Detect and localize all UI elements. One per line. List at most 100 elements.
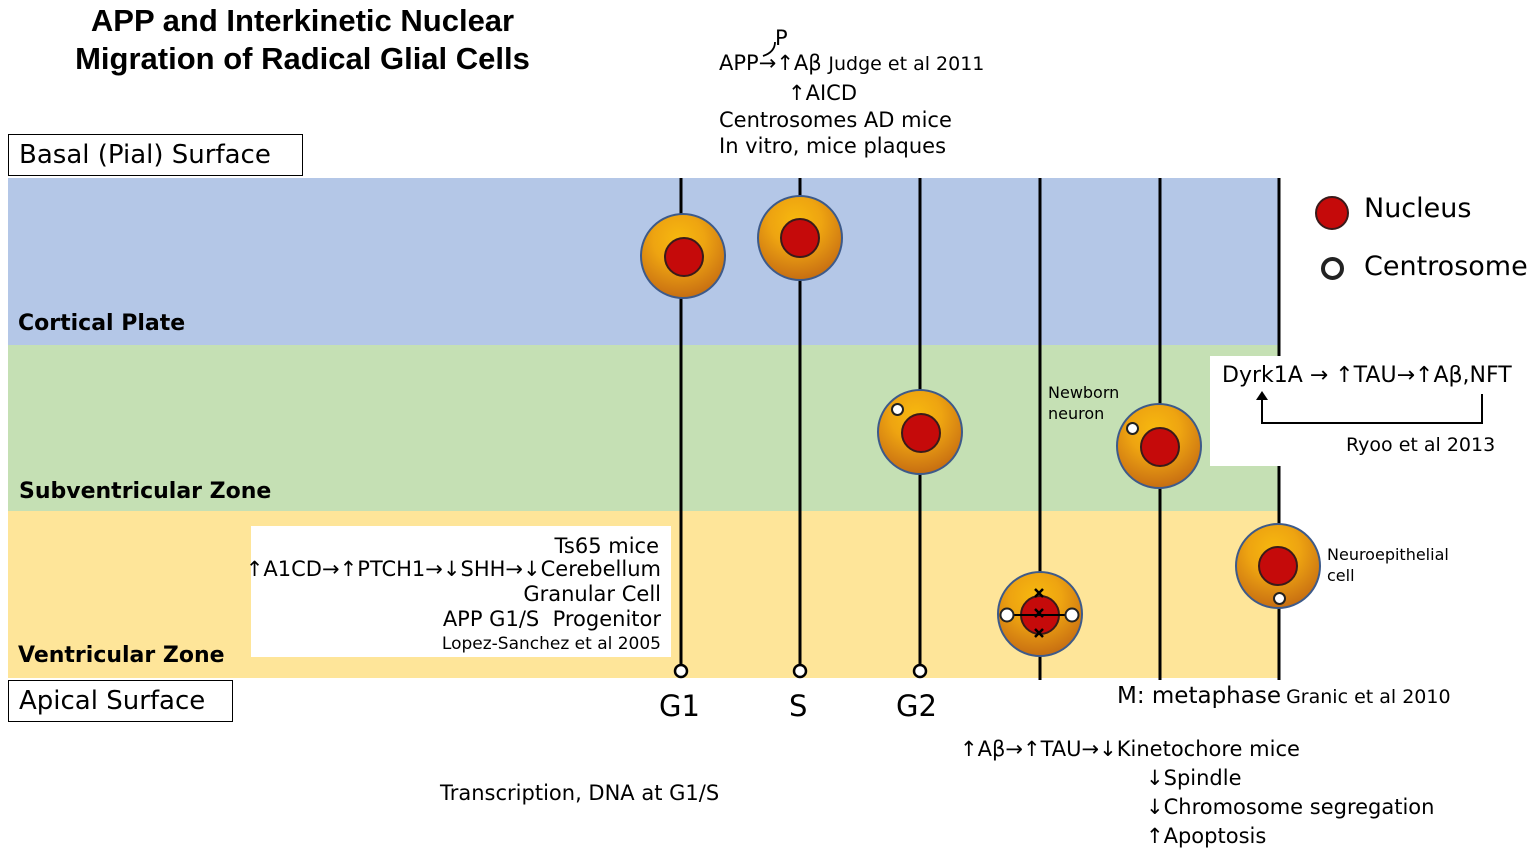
up-arrow-icon: ↑ bbox=[339, 557, 358, 581]
lopez-ref: Lopez-Sanchez et al 2005 bbox=[441, 634, 661, 654]
down-arrow-icon: ↓ bbox=[1099, 737, 1117, 761]
cell-neuroepithelial bbox=[1235, 523, 1321, 609]
centrosome-left bbox=[999, 607, 1015, 623]
apoptosis-text: Apoptosis bbox=[1163, 824, 1267, 848]
ts65-box bbox=[251, 526, 671, 657]
cell-g2 bbox=[877, 389, 963, 475]
g2-endpoint bbox=[912, 663, 928, 679]
nucleus-g1 bbox=[664, 237, 704, 277]
ts65-line3: Granular Cell bbox=[523, 582, 661, 606]
up-arrow-icon: ↑ bbox=[788, 81, 806, 105]
metaphase-text: M: metaphase bbox=[1117, 683, 1281, 709]
app-text: APP bbox=[719, 51, 759, 75]
abeta-text: Aβ bbox=[793, 51, 822, 75]
top-note-p: P bbox=[775, 26, 788, 50]
centrosome-g2 bbox=[891, 403, 904, 416]
subventricular-band bbox=[8, 345, 1280, 511]
phase-m: M: metaphase Granic et al 2010 bbox=[1117, 683, 1451, 709]
down-arrow-icon: ↓ bbox=[523, 557, 541, 581]
apical-surface-box: Apical Surface bbox=[8, 680, 233, 722]
arrow-right-icon: → bbox=[505, 557, 524, 581]
up-arrow-icon: ↑ bbox=[776, 51, 794, 75]
arrow-right-icon: → bbox=[1081, 737, 1100, 761]
dyrk-pathway: Dyrk1A → ↑TAU→↑Aβ,NFT bbox=[1222, 362, 1512, 390]
phase-g1: G1 bbox=[659, 689, 700, 723]
nucleus-s bbox=[780, 218, 820, 258]
g1-endpoint bbox=[673, 663, 689, 679]
down-arrow-icon: ↓ bbox=[442, 557, 461, 581]
ptch1-text: PTCH1 bbox=[357, 557, 426, 581]
diagram-title: APP and Interkinetic Nuclear Migration o… bbox=[0, 2, 605, 78]
ts65-line1: Ts65 mice bbox=[554, 534, 659, 558]
cortical-plate-label: Cortical Plate bbox=[18, 311, 186, 336]
up-arrow-icon: ↑ bbox=[1146, 824, 1164, 848]
cell-g1 bbox=[640, 213, 726, 299]
nucleus-g2 bbox=[901, 413, 941, 453]
arrow-right-icon: → bbox=[1309, 363, 1329, 388]
newborn-neuron-label: Newborn neuron bbox=[1048, 383, 1120, 423]
nucleus-newborn bbox=[1140, 427, 1180, 467]
up-arrow-icon: ↑ bbox=[245, 557, 264, 581]
legend-nucleus-icon bbox=[1315, 196, 1349, 230]
up-arrow-icon: ↑ bbox=[1335, 363, 1354, 388]
metaphase-spindle bbox=[999, 588, 1080, 638]
s-endpoint bbox=[792, 663, 808, 679]
top-note-line3: Centrosomes AD mice bbox=[719, 108, 952, 132]
down-arrow-icon: ↓ bbox=[1146, 766, 1164, 790]
legend-centrosome-label: Centrosome bbox=[1364, 251, 1528, 282]
cell-newborn-neuron bbox=[1116, 403, 1202, 489]
title-line-2: Migration of Radical Glial Cells bbox=[75, 41, 530, 76]
top-note-aicd: ↑AICD bbox=[788, 79, 857, 107]
bottom-note-spindle: ↓Spindle bbox=[1146, 764, 1242, 792]
centrosome-newborn bbox=[1126, 422, 1139, 435]
granic-ref: Granic et al 2010 bbox=[1286, 686, 1451, 708]
ts65-line4: APP G1/S Progenitor bbox=[442, 607, 661, 631]
up-arrow-icon: ↑ bbox=[960, 737, 978, 761]
tau-text: TAU bbox=[1353, 363, 1397, 388]
centrosome-right bbox=[1064, 607, 1080, 623]
cerebellum-text: Cerebellum bbox=[540, 557, 661, 581]
neuroepithelial-label: Neuroepithelial cell bbox=[1327, 545, 1449, 585]
arrow-right-icon: → bbox=[425, 557, 443, 581]
dyrk-text: Dyrk1A bbox=[1222, 363, 1303, 388]
tau-text: TAU bbox=[1040, 737, 1082, 761]
bottom-note-chromosome: ↓Chromosome segregation bbox=[1146, 793, 1434, 821]
basal-surface-box: Basal (Pial) Surface bbox=[8, 134, 303, 176]
spindle-text: Spindle bbox=[1163, 766, 1242, 790]
bottom-note-line1: ↑Aβ→↑TAU→↓Kinetochore mice bbox=[960, 735, 1300, 763]
chromosome-text: Chromosome segregation bbox=[1163, 795, 1435, 819]
arrow-right-icon: → bbox=[321, 557, 340, 581]
phase-s: S bbox=[789, 689, 808, 723]
transcription-note: Transcription, DNA at G1/S bbox=[440, 781, 720, 805]
up-arrow-icon: ↑ bbox=[1415, 363, 1434, 388]
arrow-right-icon: → bbox=[1005, 737, 1023, 761]
up-arrow-icon: ↑ bbox=[1023, 737, 1041, 761]
nucleus-neuroepithelial bbox=[1258, 546, 1298, 586]
legend-nucleus-label: Nucleus bbox=[1364, 193, 1472, 224]
top-note-line4: In vitro, mice plaques bbox=[719, 134, 947, 158]
a1cd-text: A1CD bbox=[263, 557, 322, 581]
ventricular-label: Ventricular Zone bbox=[18, 643, 225, 668]
chromosome-marks bbox=[1034, 588, 1044, 638]
ts65-line2: ↑A1CD→↑PTCH1→↓SHH→↓Cerebellum bbox=[246, 555, 661, 583]
down-arrow-icon: ↓ bbox=[1146, 795, 1164, 819]
kinetochore-text: Kinetochore mice bbox=[1116, 737, 1300, 761]
arrow-right-icon: → bbox=[758, 51, 777, 75]
abeta-text: Aβ bbox=[977, 737, 1006, 761]
arrow-right-icon: → bbox=[1396, 363, 1415, 388]
cell-s bbox=[757, 195, 843, 281]
dyrk-feedback-arrow bbox=[1256, 391, 1483, 424]
top-note-line1: APP→↑Aβ Judge et al 2011 bbox=[719, 49, 984, 78]
title-line-1: APP and Interkinetic Nuclear bbox=[90, 3, 515, 38]
judge-ref: Judge et al 2011 bbox=[828, 53, 985, 75]
ryoo-ref: Ryoo et al 2013 bbox=[1346, 434, 1496, 456]
aicd-text: AICD bbox=[805, 81, 858, 105]
phase-g2: G2 bbox=[896, 689, 937, 723]
abeta-nft-text: Aβ,NFT bbox=[1433, 363, 1512, 388]
shh-text: SHH bbox=[460, 557, 506, 581]
centrosome-neuroepithelial bbox=[1273, 592, 1286, 605]
legend-centrosome-icon bbox=[1321, 257, 1344, 280]
subventricular-label: Subventricular Zone bbox=[19, 479, 272, 504]
phosphorylation-hook bbox=[762, 41, 776, 57]
bottom-note-apoptosis: ↑Apoptosis bbox=[1146, 822, 1266, 850]
